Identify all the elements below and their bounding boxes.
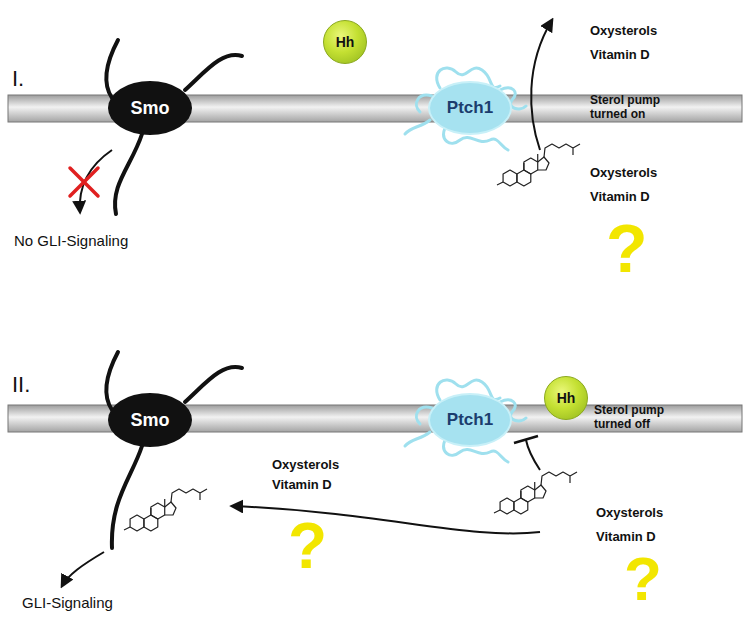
smo-receptor: Smo — [108, 81, 192, 135]
state-note: Sterol pump turned on — [590, 94, 690, 122]
sterol-molecule — [494, 472, 577, 514]
ptch1-receptor: Ptch1 — [428, 81, 512, 135]
ptch1-loops — [405, 380, 526, 462]
node-label: Ptch1 — [447, 410, 493, 430]
transfer-arrow — [232, 506, 540, 533]
smo-strand — [185, 367, 242, 402]
pump-arrow — [531, 20, 552, 150]
signal-arrow — [62, 552, 104, 586]
ptch1-receptor: Ptch1 — [428, 393, 512, 447]
hedgehog-ligand: Hh — [323, 20, 367, 64]
smo-strand — [106, 40, 118, 98]
smo-receptor: Smo — [108, 393, 192, 447]
molecule-name: Vitamin D — [596, 530, 656, 545]
molecule-name: Vitamin D — [590, 48, 650, 63]
question-mark: ? — [288, 514, 327, 578]
panel-label: II. — [12, 372, 30, 397]
smo-strand — [112, 446, 142, 548]
inhibition-bar — [514, 436, 538, 443]
hedgehog-ligand: Hh — [544, 376, 588, 420]
signal-note: GLI-Signaling — [22, 594, 113, 611]
smo-strands — [106, 40, 242, 214]
molecule-name: Oxysterols — [596, 506, 663, 521]
molecule-name: Vitamin D — [272, 478, 332, 493]
ptch1-loops — [405, 68, 526, 150]
cross-stroke — [70, 168, 98, 196]
smo-strand — [106, 352, 118, 410]
signal-note: No GLI-Signaling — [14, 232, 128, 249]
molecule-name: Vitamin D — [590, 190, 650, 205]
sterol-molecule — [124, 489, 207, 531]
block-cross — [70, 168, 98, 196]
panel-label: I. — [12, 66, 24, 91]
smo-strands — [106, 352, 242, 548]
node-label: Hh — [557, 390, 576, 406]
node-label: Smo — [130, 98, 169, 119]
smo-strand — [115, 134, 142, 214]
node-label: Hh — [336, 34, 355, 50]
node-label: Ptch1 — [447, 98, 493, 118]
molecule-name: Oxysterols — [590, 24, 657, 39]
molecule-name: Oxysterols — [590, 166, 657, 181]
question-mark: ? — [624, 548, 662, 610]
molecule-name: Oxysterols — [272, 458, 339, 473]
smo-strand — [185, 55, 242, 90]
question-mark: ? — [606, 214, 648, 282]
cross-stroke — [70, 168, 98, 196]
state-note: Sterol pump turned off — [594, 404, 694, 432]
inhibition-line — [526, 440, 540, 470]
ptch1-loop — [405, 120, 430, 134]
sterol-molecule — [497, 144, 580, 186]
node-label: Smo — [130, 410, 169, 431]
